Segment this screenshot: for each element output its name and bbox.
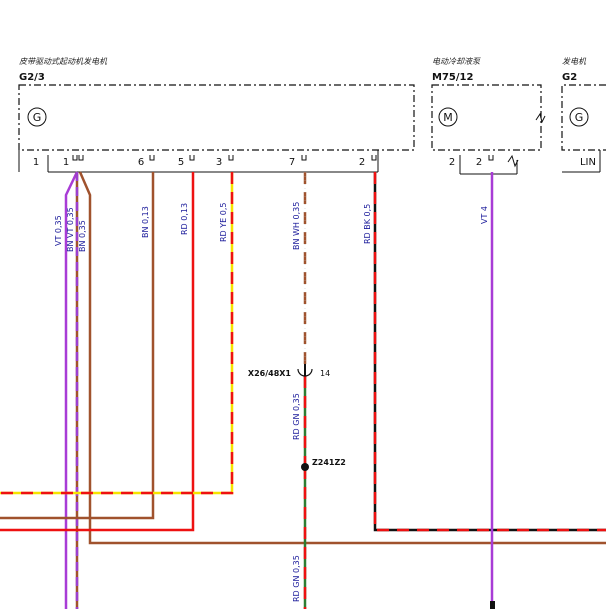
- connector-x26-48x1[interactable]: X26/48X1 14: [248, 364, 330, 378]
- component-belt-starter-generator[interactable]: 皮带驱动式起动机发电机 G2/3 G 1 1 6 5 3 7 2: [18, 57, 415, 173]
- component-code: M75/12: [432, 72, 473, 83]
- pin-label: 7: [289, 157, 295, 168]
- component-title: 皮带驱动式起动机发电机: [19, 57, 108, 66]
- pin-label: 1: [63, 157, 69, 168]
- generator-symbol: [569, 107, 589, 127]
- wire-label: BN 0,35: [78, 220, 87, 252]
- pin-label: LIN: [580, 157, 596, 168]
- motor-symbol: [438, 107, 458, 127]
- pin-label: 5: [178, 157, 184, 168]
- socket-symbol: [371, 155, 377, 161]
- socket-symbol: [228, 155, 234, 161]
- wire-labels: VT 0,35 BN VT 0,35 BN 0,35 BN 0,13 RD 0,…: [54, 202, 489, 602]
- socket-symbol: [488, 155, 494, 161]
- wire-stripe: [373, 172, 606, 532]
- generator-symbol-letter: G: [575, 111, 584, 124]
- motor-symbol-letter: M: [443, 111, 453, 124]
- wire-rd-bk-05[interactable]: [373, 172, 606, 532]
- pin-label: 2: [449, 157, 455, 168]
- wire-label: BN 0,13: [141, 206, 150, 238]
- pin-label: 2: [359, 157, 365, 168]
- wire-segment: [0, 172, 195, 532]
- pin-label: 3: [216, 157, 222, 168]
- socket-symbol: [189, 155, 195, 161]
- wire-label: BN VT 0,35: [66, 207, 75, 252]
- wire-label: RD YE 0,5: [219, 203, 228, 242]
- wire-segment: [64, 171, 79, 609]
- socket-symbol: [301, 155, 307, 161]
- pin-label: 1: [33, 157, 39, 168]
- wire-vt-035[interactable]: [64, 171, 79, 609]
- terminal-sockets: [72, 155, 494, 161]
- wire-segment: [78, 171, 606, 545]
- socket-symbol: [72, 155, 84, 161]
- component-box: [561, 84, 606, 151]
- wire-end-marker: [490, 601, 495, 609]
- wire-bn-013[interactable]: [0, 172, 155, 520]
- component-code: G2/3: [19, 72, 45, 83]
- wire-bn-035[interactable]: [78, 171, 606, 545]
- pin-label: 2: [476, 157, 482, 168]
- wire-label: VT 0,35: [54, 215, 63, 246]
- component-code: G2: [562, 72, 577, 83]
- wire-rd-013[interactable]: [0, 172, 195, 532]
- wire-label: RD BK 0,5: [363, 204, 372, 244]
- wire-label: VT 4: [480, 206, 489, 224]
- wire-segment: [0, 172, 155, 520]
- coil-symbol: [507, 154, 519, 168]
- pin-label: 6: [138, 157, 144, 168]
- wire-label: RD GN 0,35: [292, 555, 301, 602]
- wire-label: RD GN 0,35: [292, 393, 301, 440]
- wire-label: RD 0,13: [180, 203, 189, 235]
- wire-label: BN WH 0,35: [292, 202, 301, 250]
- component-box: [18, 84, 415, 151]
- generator-symbol-letter: G: [33, 111, 42, 124]
- wire-segment: [0, 172, 234, 495]
- splice-dot: [301, 463, 309, 471]
- wire-segment: [373, 172, 606, 532]
- component-electric-coolant-pump[interactable]: 电动冷却液泵 M75/12 M 2 2: [431, 57, 546, 175]
- coil-symbol: [535, 112, 546, 124]
- connector-pin-number: 14: [320, 369, 330, 378]
- component-title: 发电机: [562, 57, 587, 66]
- socket-symbol: [149, 155, 155, 161]
- wire-stripe: [0, 172, 234, 495]
- generator-symbol: [27, 107, 47, 127]
- wire-vt-4[interactable]: [490, 172, 495, 609]
- splice-z241z2[interactable]: Z241Z2: [301, 458, 346, 471]
- connector-code: X26/48X1: [248, 369, 292, 378]
- splice-code: Z241Z2: [312, 458, 346, 467]
- wire-rd-ye-05[interactable]: [0, 172, 234, 495]
- component-title: 电动冷却液泵: [432, 57, 481, 66]
- component-generator[interactable]: 发电机 G2 G LIN: [561, 57, 606, 173]
